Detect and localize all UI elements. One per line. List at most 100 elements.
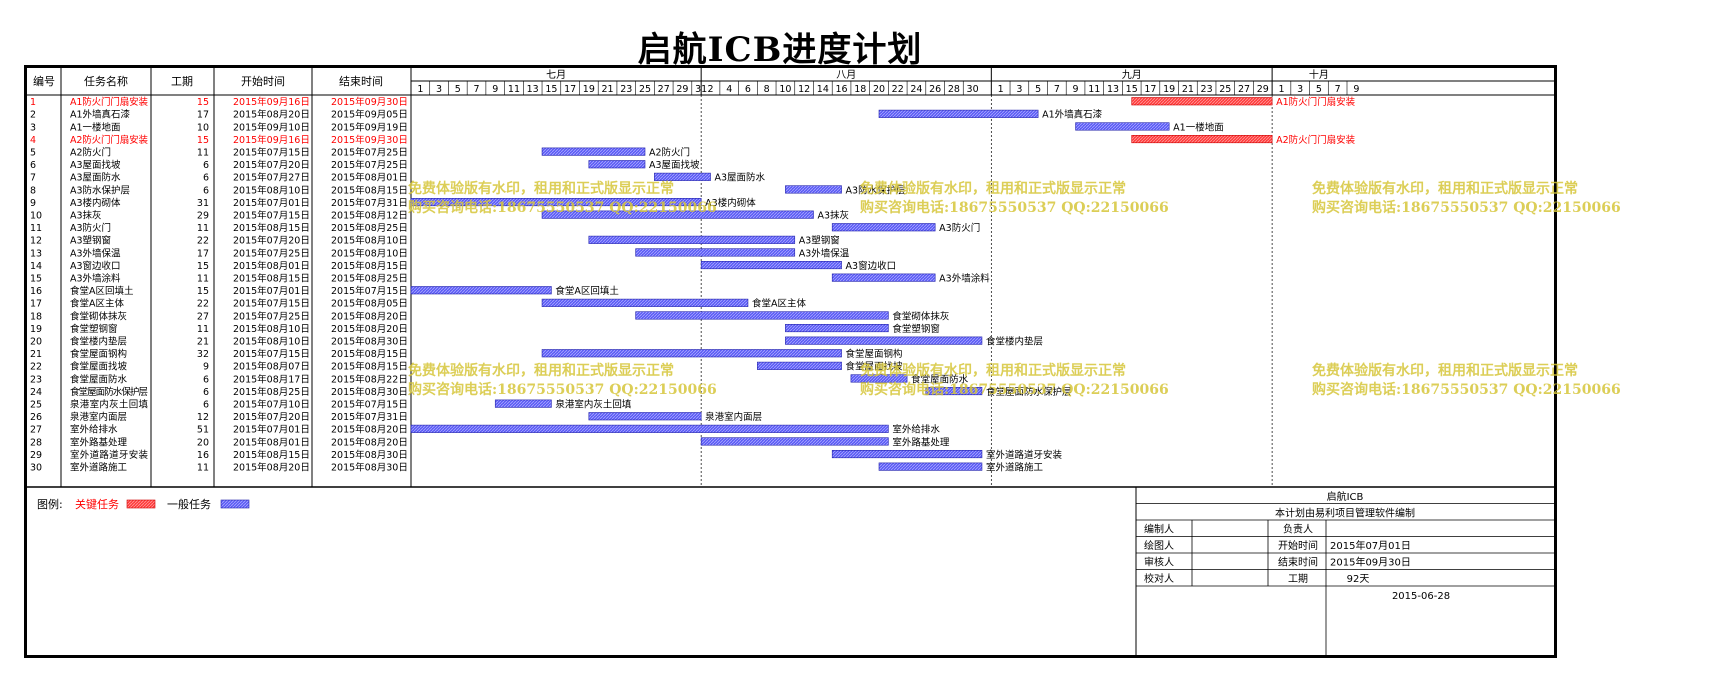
day-label: 23: [620, 84, 632, 95]
gantt-bar: [494, 399, 552, 408]
task-no: 2: [30, 110, 36, 121]
info-value: 92天: [1347, 574, 1370, 585]
gantt-bar: [831, 449, 983, 459]
task-end: 2015年08月30日: [331, 386, 408, 398]
task-name: A3防水保护层: [70, 184, 130, 196]
legend-critical-label: 关键任务: [75, 497, 119, 511]
task-no: 16: [30, 286, 42, 297]
info-label: 工期: [1288, 573, 1308, 585]
task-duration: 6: [203, 173, 209, 184]
task-start: 2015年08月07日: [233, 361, 310, 373]
task-name: A1一楼地面: [70, 121, 121, 133]
task-no: 29: [30, 450, 42, 461]
task-start: 2015年09月16日: [233, 134, 310, 146]
day-label: 19: [1163, 84, 1175, 95]
gantt-bar-label: 泉港室内面层: [705, 411, 762, 423]
task-name: 泉港室内灰土回填: [70, 399, 148, 411]
day-label: 3: [436, 84, 442, 95]
watermark-3: 免费体验版有水印，租用和正式版显示正常购买咨询电话:18675550537 QQ…: [1312, 181, 1621, 216]
day-label: 5: [1035, 84, 1041, 95]
task-no: 1: [30, 97, 36, 108]
task-duration: 6: [203, 387, 209, 398]
task-duration: 11: [197, 463, 209, 474]
info-value: 2015年09月30日: [1330, 556, 1411, 569]
task-no: 17: [30, 299, 42, 310]
header-no: 编号: [33, 74, 55, 88]
info-date: 2015-06-28: [1392, 591, 1450, 602]
gantt-bar-label: A1防火门门扇安装: [1276, 96, 1356, 108]
gantt-bar: [1131, 135, 1273, 144]
task-start: 2015年07月01日: [233, 285, 310, 297]
gantt-bar-label: A3窗边收口: [846, 260, 897, 272]
day-label: 1: [1278, 84, 1284, 95]
day-label: 25: [1219, 84, 1231, 95]
task-no: 7: [30, 173, 36, 184]
task-no: 25: [30, 400, 42, 411]
task-start: 2015年07月10日: [233, 399, 310, 411]
header-end: 结束时间: [339, 75, 383, 88]
day-label: 21: [602, 84, 614, 95]
task-start: 2015年07月20日: [233, 159, 310, 171]
task-duration: 17: [197, 110, 209, 121]
task-no: 28: [30, 437, 42, 448]
gantt-bar-label: 食堂A区回填土: [555, 285, 619, 297]
day-label: 16: [836, 84, 848, 95]
task-no: 6: [30, 160, 36, 171]
task-name: A1外墙真石漆: [70, 109, 131, 121]
task-duration: 12: [197, 412, 209, 423]
task-name: 室外给排水: [70, 424, 118, 436]
task-end: 2015年07月15日: [331, 285, 408, 297]
task-end: 2015年08月25日: [331, 273, 408, 285]
day-label: 9: [1353, 84, 1359, 95]
task-start: 2015年09月10日: [233, 121, 310, 133]
gantt-bar-label: 泉港室内灰土回填: [555, 399, 632, 411]
gantt-bar-label: A3外墙保温: [799, 247, 850, 259]
info-label: 编制人: [1144, 523, 1174, 536]
task-start: 2015年07月01日: [233, 197, 310, 209]
task-end: 2015年08月20日: [331, 310, 408, 322]
task-name: 食堂屋面防水保护层: [70, 386, 148, 398]
task-start: 2015年08月20日: [233, 109, 310, 121]
task-duration: 11: [197, 223, 209, 234]
task-start: 2015年07月27日: [233, 172, 310, 184]
watermark-6: 免费体验版有水印，租用和正式版显示正常购买咨询电话:18675550537 QQ…: [1312, 363, 1621, 398]
day-label: 26: [929, 84, 941, 95]
watermark-4: 免费体验版有水印，租用和正式版显示正常购买咨询电话:18675550537 QQ…: [408, 363, 717, 398]
task-name: A2防火门: [70, 147, 111, 159]
task-no: 10: [30, 211, 42, 222]
task-end: 2015年08月20日: [331, 424, 408, 436]
page-title: 启航ICB进度计划: [637, 30, 923, 70]
task-duration: 20: [197, 437, 209, 448]
gantt-bar: [1131, 97, 1273, 106]
task-name: 室外道路道牙安装: [70, 449, 148, 461]
month-label: 八月: [836, 69, 856, 81]
task-name: 食堂屋面防水: [70, 373, 128, 385]
task-end: 2015年09月30日: [331, 134, 408, 146]
gantt-bar: [831, 273, 936, 282]
day-label: 19: [583, 84, 595, 95]
day-label: 30: [967, 84, 979, 95]
task-name: 泉港室内面层: [70, 411, 127, 423]
task-duration: 32: [197, 349, 209, 360]
task-end: 2015年08月12日: [331, 210, 408, 222]
info-label: 校对人: [1144, 572, 1174, 585]
day-label: 29: [1257, 84, 1269, 95]
gantt-bar-label: A1外墙真石漆: [1042, 109, 1103, 121]
gantt-bar-label: A3塑钢窗: [799, 235, 840, 247]
task-no: 3: [30, 122, 36, 133]
gantt-bar-label: 食堂屋面找坡: [846, 361, 904, 373]
task-duration: 6: [203, 374, 209, 385]
gantt-bar: [635, 248, 796, 257]
gantt-bar: [850, 374, 908, 383]
task-start: 2015年08月15日: [233, 449, 310, 461]
day-label: 7: [1054, 84, 1060, 95]
task-duration: 10: [197, 122, 209, 133]
